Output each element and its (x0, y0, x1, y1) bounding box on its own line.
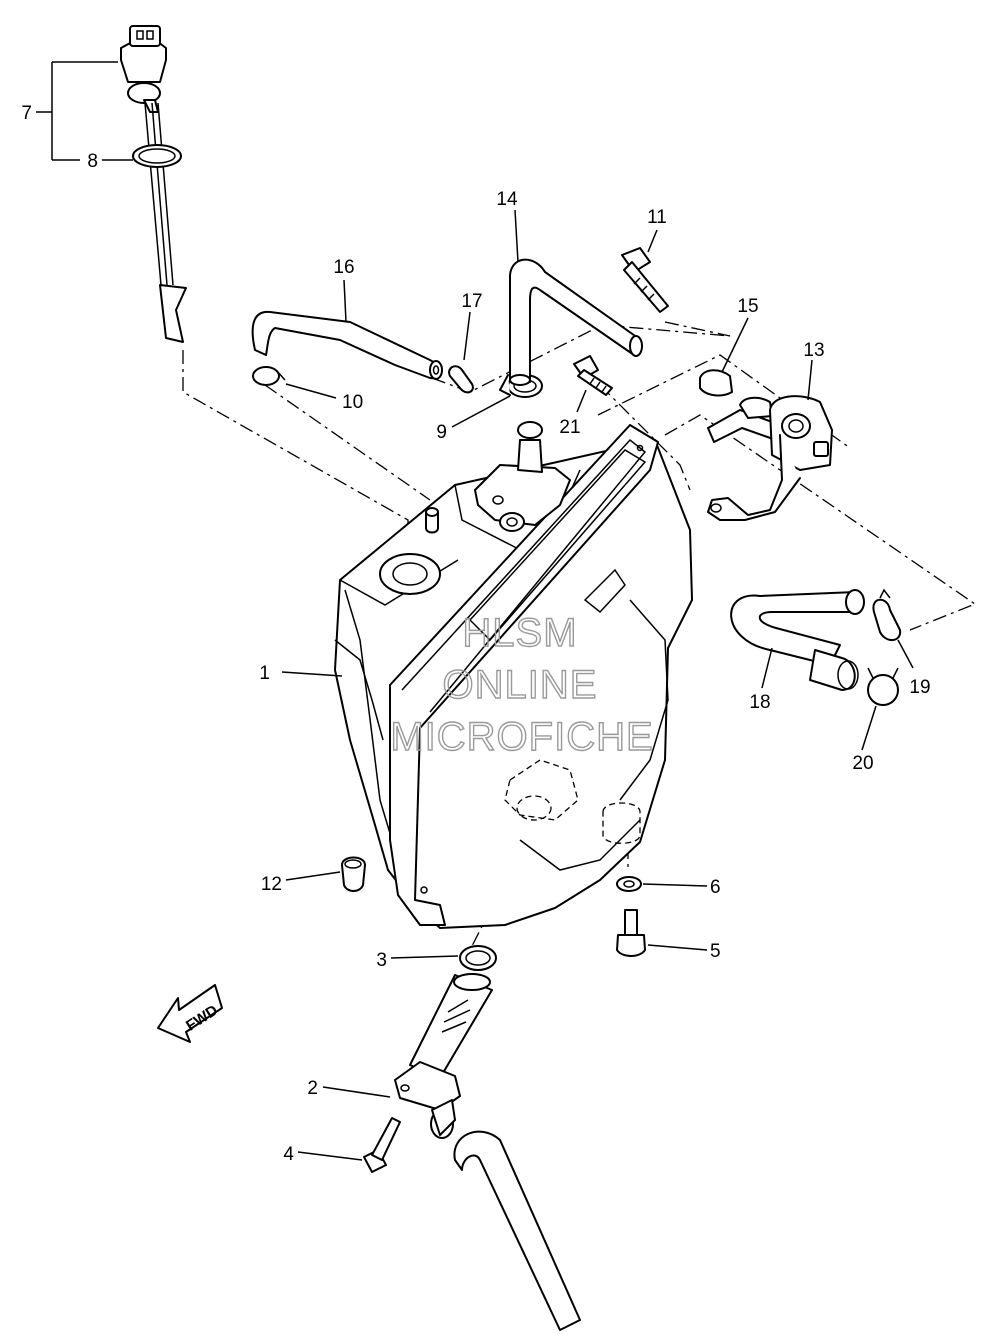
leader-lines (36, 61, 914, 1161)
watermark-line-3: MICROFICHE (390, 715, 653, 759)
callout-18: 18 (749, 692, 770, 713)
drain-hose (453, 1130, 581, 1331)
grommet-12 (341, 856, 366, 892)
callout-12: 12 (261, 874, 282, 895)
callout-2: 2 (307, 1078, 318, 1099)
callout-17: 17 (461, 291, 482, 312)
tank-filler-neck (379, 507, 441, 595)
drain-bolt-5 (616, 909, 646, 957)
hose-14 (509, 258, 643, 386)
callout-13: 13 (803, 340, 824, 361)
watermark-line-2: ONLINE (443, 663, 598, 707)
hose-clip-10 (252, 366, 286, 386)
bolt-4 (363, 1117, 401, 1173)
hose-18 (730, 589, 865, 691)
callout-14: 14 (496, 189, 518, 210)
breather-hose (251, 310, 443, 380)
callout-20: 20 (852, 753, 873, 774)
hose-clip-17 (448, 365, 474, 394)
watermark: HLSM ONLINE MICROFICHE (390, 610, 654, 759)
oil-strainer-2 (394, 973, 493, 1139)
tank-vent-fitting (474, 421, 571, 532)
callout-7: 7 (21, 103, 32, 124)
callout-16: 16 (333, 257, 354, 278)
callout-4: 4 (283, 1144, 294, 1165)
cap-20 (867, 667, 899, 706)
callout-labels: 1 2 3 4 5 6 7 8 9 10 11 12 13 14 15 16 1… (21, 103, 930, 1165)
callout-3: 3 (376, 950, 387, 971)
callout-21: 21 (559, 417, 580, 438)
hose-15 (699, 369, 781, 443)
fwd-direction-arrow: FWD (157, 984, 223, 1043)
bolt-21 (573, 355, 613, 396)
breather-unit-13 (707, 395, 833, 521)
o-ring-3 (459, 945, 497, 971)
callout-1: 1 (259, 663, 270, 684)
oil-level-gauge (120, 25, 187, 343)
callout-5: 5 (710, 941, 721, 962)
callout-19: 19 (909, 677, 930, 698)
hose-clip-19 (872, 588, 902, 641)
callout-11: 11 (647, 207, 667, 228)
callout-10: 10 (342, 392, 363, 413)
callout-15: 15 (737, 296, 758, 317)
callout-6: 6 (710, 877, 721, 898)
bolt-11 (621, 247, 669, 313)
washer-6 (616, 876, 642, 892)
callout-9: 9 (436, 422, 447, 443)
callout-8: 8 (87, 151, 98, 172)
watermark-line-1: HLSM (462, 611, 577, 655)
